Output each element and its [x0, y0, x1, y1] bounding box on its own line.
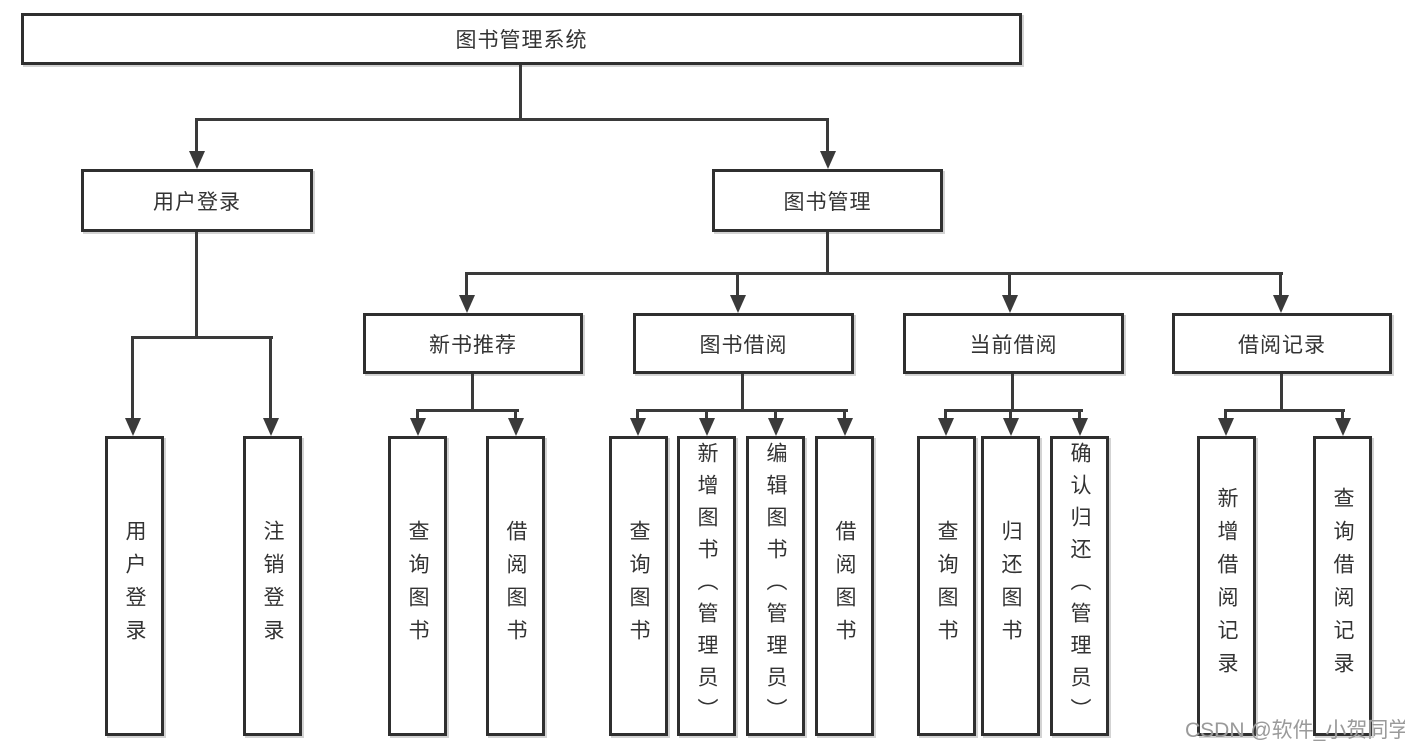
connector-line: [1011, 374, 1014, 411]
leaf-return-books: 归还图书: [981, 436, 1040, 736]
connector-line: [519, 65, 522, 120]
connector-line: [465, 272, 1283, 275]
node-library-management-system: 图书管理系统: [21, 13, 1022, 65]
arrowhead-down-icon: [1273, 295, 1289, 313]
leaf-logout: 注销登录: [243, 436, 302, 736]
node-label: 借阅记录: [1238, 333, 1326, 357]
leaf-query-books-current: 查询图书: [917, 436, 976, 736]
connector-line: [944, 409, 1083, 412]
node-label: 查询借阅记录: [1331, 487, 1354, 685]
arrowhead-down-icon: [508, 418, 524, 436]
node-label: 图书管理系统: [455, 29, 588, 52]
arrowhead-down-icon: [699, 418, 715, 436]
connector-line: [636, 409, 639, 421]
leaf-query-books-recommend: 查询图书: [388, 436, 447, 736]
arrowhead-down-icon: [938, 418, 954, 436]
leaf-edit-books-admin: 编辑图书（管理员）: [746, 436, 805, 736]
connector-line: [195, 118, 829, 121]
arrowhead-down-icon: [1003, 418, 1019, 436]
arrowhead-down-icon: [1335, 418, 1351, 436]
node-label: 图书管理: [783, 190, 872, 214]
node-label: 图书借阅: [699, 333, 788, 357]
connector-line: [514, 409, 517, 421]
node-borrowing-records: 借阅记录: [1172, 313, 1392, 374]
leaf-add-borrow-record: 新增借阅记录: [1197, 436, 1256, 736]
arrowhead-down-icon: [1002, 295, 1018, 313]
leaf-query-borrow-record: 查询借阅记录: [1313, 436, 1372, 736]
arrowhead-down-icon: [263, 418, 279, 436]
arrowhead-down-icon: [1072, 418, 1088, 436]
arrowhead-down-icon: [410, 418, 426, 436]
node-label: 查询图书: [627, 520, 650, 652]
connector-line: [636, 409, 848, 412]
connector-line: [1008, 272, 1011, 298]
connector-line: [416, 409, 519, 412]
connector-line: [269, 336, 272, 421]
node-label: 新书推荐: [429, 333, 517, 357]
node-book-management: 图书管理: [712, 169, 943, 232]
node-new-book-recommend: 新书推荐: [363, 313, 583, 374]
leaf-borrow-books-recommend: 借阅图书: [486, 436, 545, 736]
connector-line: [1009, 409, 1012, 421]
node-label: 查询图书: [935, 520, 958, 652]
arrowhead-down-icon: [189, 151, 205, 169]
node-label: 确认归还（管理员）: [1068, 442, 1091, 730]
node-label: 归还图书: [999, 520, 1022, 652]
connector-line: [131, 336, 134, 421]
connector-line: [843, 409, 846, 421]
leaf-query-books-borrowing: 查询图书: [609, 436, 668, 736]
arrowhead-down-icon: [837, 418, 853, 436]
connector-line: [131, 336, 273, 339]
connector-line: [195, 118, 198, 153]
connector-line: [195, 232, 198, 339]
arrowhead-down-icon: [459, 295, 475, 313]
node-book-borrowing: 图书借阅: [633, 313, 854, 374]
leaf-add-books-admin: 新增图书（管理员）: [677, 436, 736, 736]
node-label: 当前借阅: [969, 333, 1058, 357]
connector-line: [1224, 409, 1227, 421]
node-label: 用户登录: [123, 520, 146, 652]
connector-line: [416, 409, 419, 421]
connector-line: [1279, 272, 1282, 298]
connector-line: [705, 409, 708, 421]
leaf-borrow-books: 借阅图书: [815, 436, 874, 736]
connector-line: [944, 409, 947, 421]
connector-line: [1341, 409, 1344, 421]
arrowhead-down-icon: [768, 418, 784, 436]
arrowhead-down-icon: [630, 418, 646, 436]
node-label: 查询图书: [406, 520, 429, 652]
connector-line: [1224, 409, 1345, 412]
connector-line: [1280, 374, 1283, 411]
node-label: 新增图书（管理员）: [695, 442, 718, 730]
node-label: 编辑图书（管理员）: [764, 442, 787, 730]
arrowhead-down-icon: [1218, 418, 1234, 436]
leaf-user-login: 用户登录: [105, 436, 164, 736]
node-user-login: 用户登录: [81, 169, 313, 232]
leaf-confirm-return-admin: 确认归还（管理员）: [1050, 436, 1109, 736]
connector-line: [741, 374, 744, 411]
node-label: 新增借阅记录: [1215, 487, 1238, 685]
node-current-borrowing: 当前借阅: [903, 313, 1124, 374]
connector-line: [465, 272, 468, 298]
connector-line: [736, 272, 739, 298]
node-label: 注销登录: [261, 520, 284, 652]
connector-line: [1078, 409, 1081, 421]
connector-line: [471, 374, 474, 411]
csdn-watermark: CSDN @软件_小贺同学: [1185, 719, 1405, 742]
connector-line: [826, 118, 829, 153]
connector-line: [774, 409, 777, 421]
node-label: 借阅图书: [833, 520, 856, 652]
connector-line: [826, 232, 829, 274]
node-label: 借阅图书: [504, 520, 527, 652]
arrowhead-down-icon: [730, 295, 746, 313]
arrowhead-down-icon: [820, 151, 836, 169]
node-label: 用户登录: [153, 190, 241, 214]
arrowhead-down-icon: [125, 418, 141, 436]
